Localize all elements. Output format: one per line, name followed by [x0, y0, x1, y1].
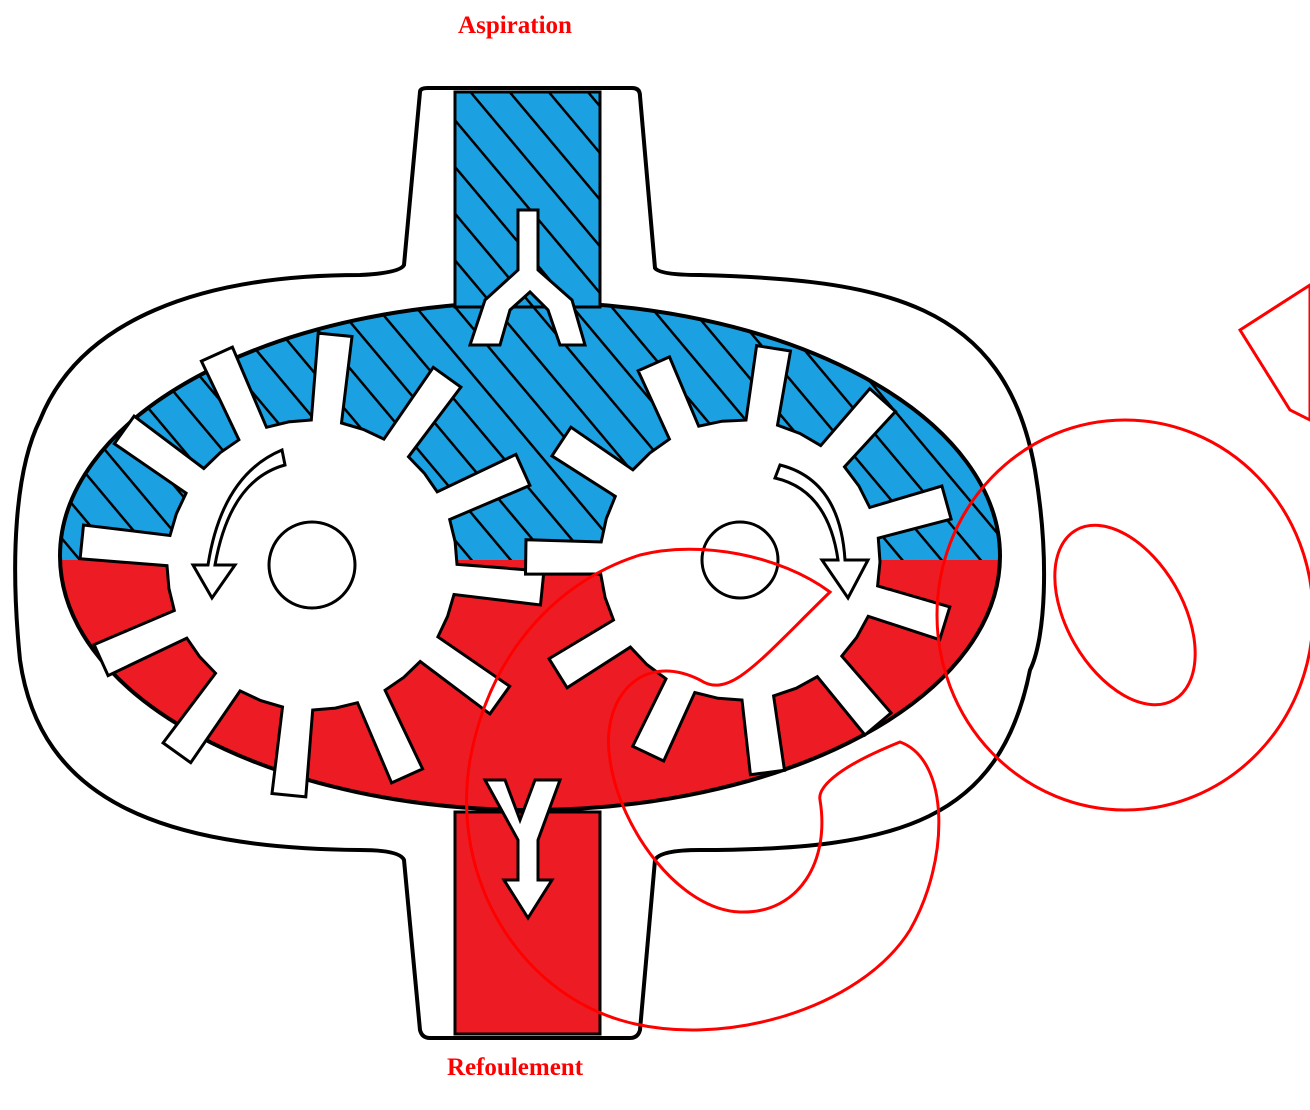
left-gear-hub: [269, 522, 355, 608]
